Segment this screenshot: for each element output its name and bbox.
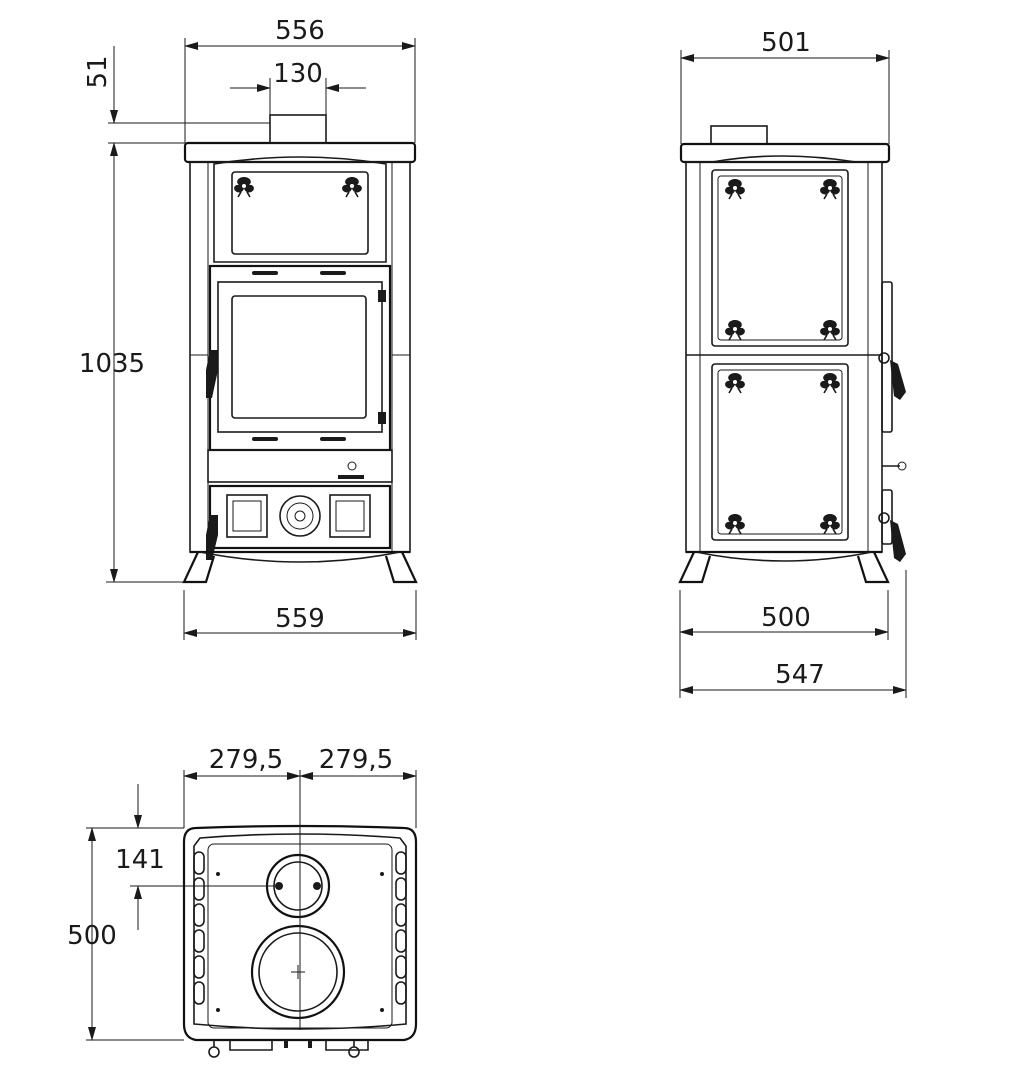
side-stove-body [678, 125, 907, 584]
side-view: 501 500 547 [678, 28, 907, 698]
top-view: 279,5 279,5 141 500 [67, 745, 418, 1058]
front-stove-body [182, 114, 418, 584]
dim-front-height: 1035 [79, 142, 184, 583]
dim-label-547: 547 [775, 660, 825, 690]
front-view: 556 130 51 1035 559 [79, 16, 418, 640]
dim-front-width-bottom: 559 [183, 590, 417, 640]
dim-label-130: 130 [273, 59, 323, 89]
dim-label-500-side: 500 [761, 603, 811, 633]
top-vent-slots-right [395, 851, 407, 1005]
dim-front-width-top: 556 [184, 16, 416, 143]
dim-label-556: 556 [275, 16, 325, 46]
dim-label-51: 51 [83, 55, 113, 88]
dim-label-559: 559 [275, 604, 325, 634]
top-vent-slots-left [193, 851, 205, 1005]
dim-top-half-widths: 279,5 279,5 [183, 745, 417, 828]
dim-front-flue-width: 130 [230, 59, 366, 115]
dim-label-279-5-right: 279,5 [319, 745, 393, 775]
dim-top-depth: 500 [67, 827, 184, 1041]
dim-label-279-5-left: 279,5 [209, 745, 283, 775]
dim-label-1035: 1035 [79, 349, 145, 379]
dim-side-depth-total: 547 [679, 570, 907, 698]
dim-top-flue-offset: 141 [115, 784, 280, 930]
dim-label-501: 501 [761, 28, 811, 58]
dim-label-500-top: 500 [67, 921, 117, 951]
dim-side-width-top: 501 [680, 28, 890, 144]
dim-side-depth-body: 500 [679, 590, 889, 698]
dim-label-141: 141 [115, 845, 165, 875]
dim-front-flue-height: 51 [83, 46, 270, 150]
